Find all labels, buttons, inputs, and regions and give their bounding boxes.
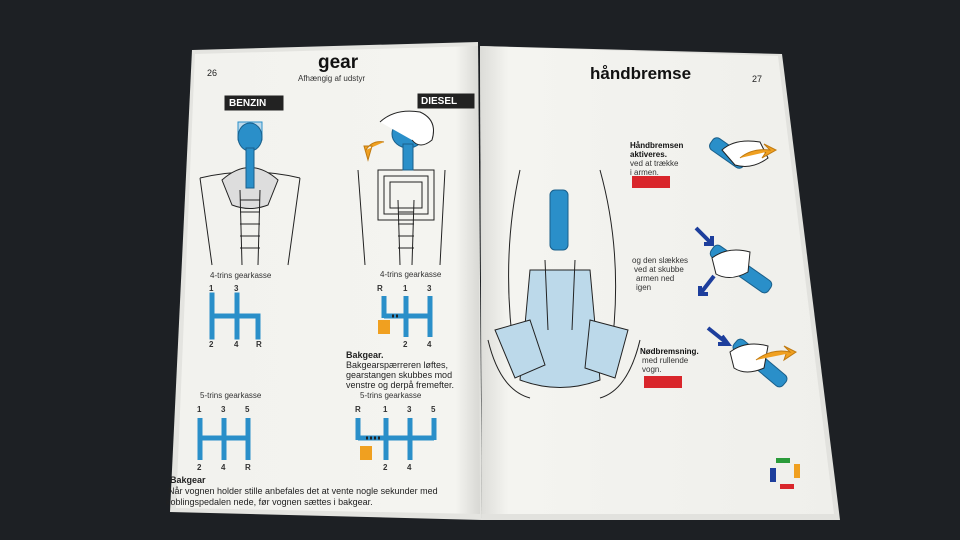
page-title-handbremse: håndbremse (590, 64, 692, 83)
handbrake-release-line: og den slækkes (632, 256, 689, 265)
orange-arrow-icon (363, 141, 385, 162)
gear-number: 1 (209, 284, 214, 293)
shift-pattern-4-speed-reverse (378, 296, 433, 337)
emergency-brake-illustration (644, 326, 797, 388)
gear-number: R (377, 284, 383, 293)
gear-number: 2 (383, 463, 388, 472)
handbrake-activate-line: ved at trække (630, 159, 679, 168)
gearbox-5-label: 5-trins gearkasse (200, 391, 262, 400)
push-arrow-icon (694, 226, 714, 246)
emergency-brake-line: med rullende (642, 356, 689, 365)
gear-number: 5 (431, 405, 436, 414)
bakgear-mid-line: gearstangen skubbes mod (346, 370, 453, 380)
gear-number: 1 (197, 405, 202, 414)
bakgear-bottom-title: Bakgear (170, 475, 206, 485)
emergency-brake-line: vogn. (642, 365, 662, 374)
gear-number: 4 (407, 463, 412, 472)
gear-number: 2 (197, 463, 202, 472)
gearbox-5r-label: 5-trins gearkasse (360, 391, 422, 400)
down-arrow-icon (698, 274, 716, 296)
gear-number: 3 (221, 405, 226, 414)
handbrake-activate-title: Håndbremsen (630, 141, 684, 150)
bakgear-mid-title: Bakgear. (346, 350, 384, 360)
bakgear-bottom-line: Når vognen holder stille anbefales det a… (168, 486, 438, 496)
orange-arrow-icon (755, 345, 797, 362)
bakgear-mid-line: Bakgearspærreren løftes, (346, 360, 449, 370)
gearbox-4r-label: 4-trins gearkasse (380, 270, 442, 279)
gear-number: 2 (209, 340, 214, 349)
handbrake-illustration (487, 169, 641, 399)
gear-number: 3 (427, 284, 432, 293)
benzin-badge (224, 95, 284, 111)
gear-number: 3 (407, 405, 412, 414)
handbrake-lever (549, 189, 569, 251)
gear-number: 4 (221, 463, 226, 472)
gear-number: 2 (403, 340, 408, 349)
orange-arrow-icon (378, 320, 390, 334)
shift-pattern-5-speed-reverse (355, 418, 437, 460)
gear-number: 3 (234, 284, 239, 293)
gear-number: R (245, 463, 251, 472)
gear-number: 1 (383, 405, 388, 414)
shift-pattern-4-speed (209, 292, 261, 340)
page-subtitle: Afhængig af udstyr (298, 74, 366, 83)
gearbox-4-label: 4-trins gearkasse (210, 271, 272, 280)
book (170, 42, 840, 520)
gear-number: R (256, 340, 262, 349)
page-title-gear: gear (318, 52, 359, 73)
gear-number: 4 (427, 340, 432, 349)
orange-arrow-icon (739, 143, 778, 159)
gear-number: 5 (245, 405, 250, 414)
orange-arrow-icon (360, 446, 372, 460)
gear-number: 4 (234, 340, 239, 349)
handbrake-activate-line: i armen. (630, 168, 659, 177)
brake-warning-icon (644, 376, 682, 388)
handbrake-activate-line: aktiveres. (630, 150, 667, 159)
hand-pull-illustration (632, 137, 778, 188)
bakgear-mid-line: venstre og derpå fremefter. (346, 380, 455, 390)
benzin-label: BENZIN (229, 98, 267, 109)
page-number-right: 27 (752, 74, 763, 84)
page-number-left: 26 (207, 68, 218, 78)
handbrake-release-line: armen ned (636, 274, 675, 283)
color-logo (770, 458, 800, 489)
emergency-brake-title: Nødbremsning. (640, 347, 699, 356)
diesel-badge (417, 93, 475, 109)
brake-warning-icon (632, 176, 670, 188)
gear-number: 1 (403, 284, 408, 293)
hand-push-illustration (694, 226, 773, 296)
benzin-shifter-illustration (199, 95, 301, 266)
diesel-shifter-illustration (357, 93, 475, 266)
gear-number: R (355, 405, 361, 414)
handbrake-release-line: ved at skubbe (634, 265, 684, 274)
shift-pattern-5-speed (197, 418, 251, 460)
bakgear-bottom-line: koblingspedalen nede, før vognen sættes … (166, 497, 373, 507)
diesel-label: DIESEL (421, 96, 458, 107)
push-arrow-icon (706, 326, 732, 346)
handbrake-release-line: igen (636, 283, 652, 292)
